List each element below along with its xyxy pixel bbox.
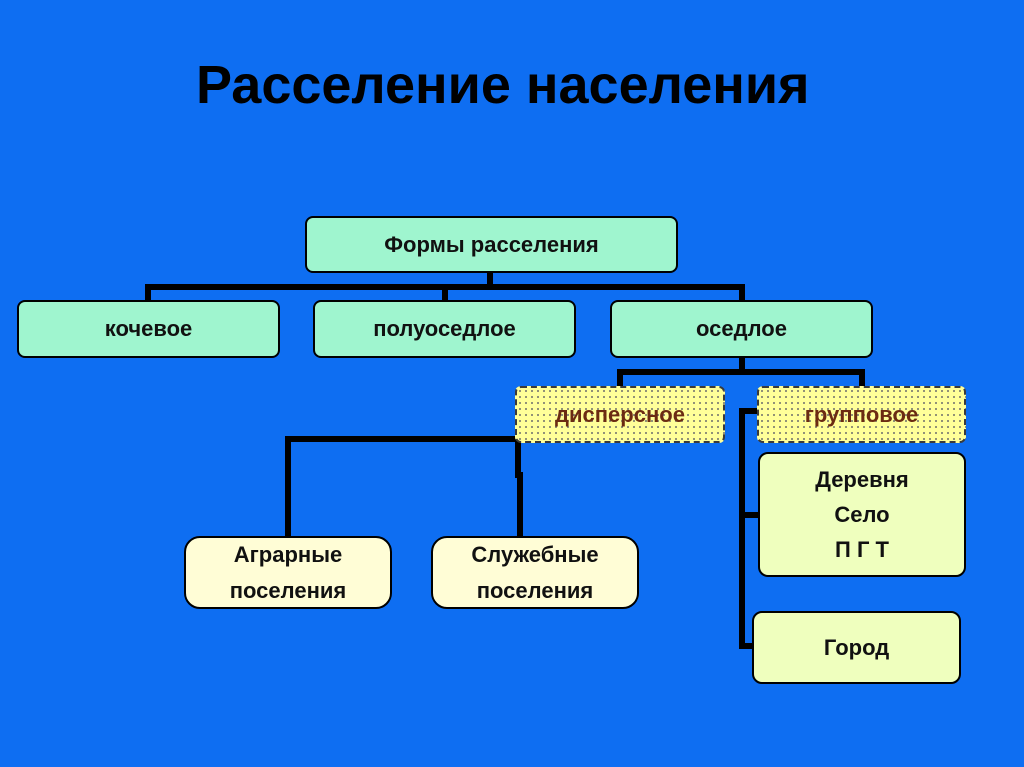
settled-box: оседлое (610, 300, 873, 358)
slide-title: Расселение населения (196, 55, 810, 115)
service-settlements-label: Служебные поселения (471, 542, 599, 603)
connector-root-level1 (145, 269, 745, 303)
group-box: групповое (757, 386, 966, 443)
agrarian-settlements-label: Аграрные поселения (229, 542, 347, 603)
service-settlements-box: Служебные поселения (431, 536, 639, 609)
semi-settled-label: полуоседлое (373, 316, 516, 342)
connector-settled-level2 (617, 354, 865, 389)
village-types-box: Деревня Село П Г Т (758, 452, 966, 577)
city-box: Город (752, 611, 961, 684)
agrarian-settlements-box: Аграрные поселения (184, 536, 392, 609)
settled-label: оседлое (696, 316, 787, 342)
connector-group-children (739, 408, 763, 649)
nomadic-label: кочевое (104, 316, 193, 342)
root-box: Формы расселения (305, 216, 678, 273)
connector-dispersed-children (285, 436, 523, 539)
dispersed-box: дисперсное (515, 386, 725, 443)
group-label: групповое (804, 401, 919, 427)
semi-settled-box: полуоседлое (313, 300, 576, 358)
village-types-label: Деревня Село П Г Т (815, 466, 909, 563)
root-label: Формы расселения (384, 231, 599, 257)
city-label: Город (823, 634, 890, 660)
dispersed-label: дисперсное (555, 401, 685, 427)
nomadic-box: кочевое (17, 300, 280, 358)
